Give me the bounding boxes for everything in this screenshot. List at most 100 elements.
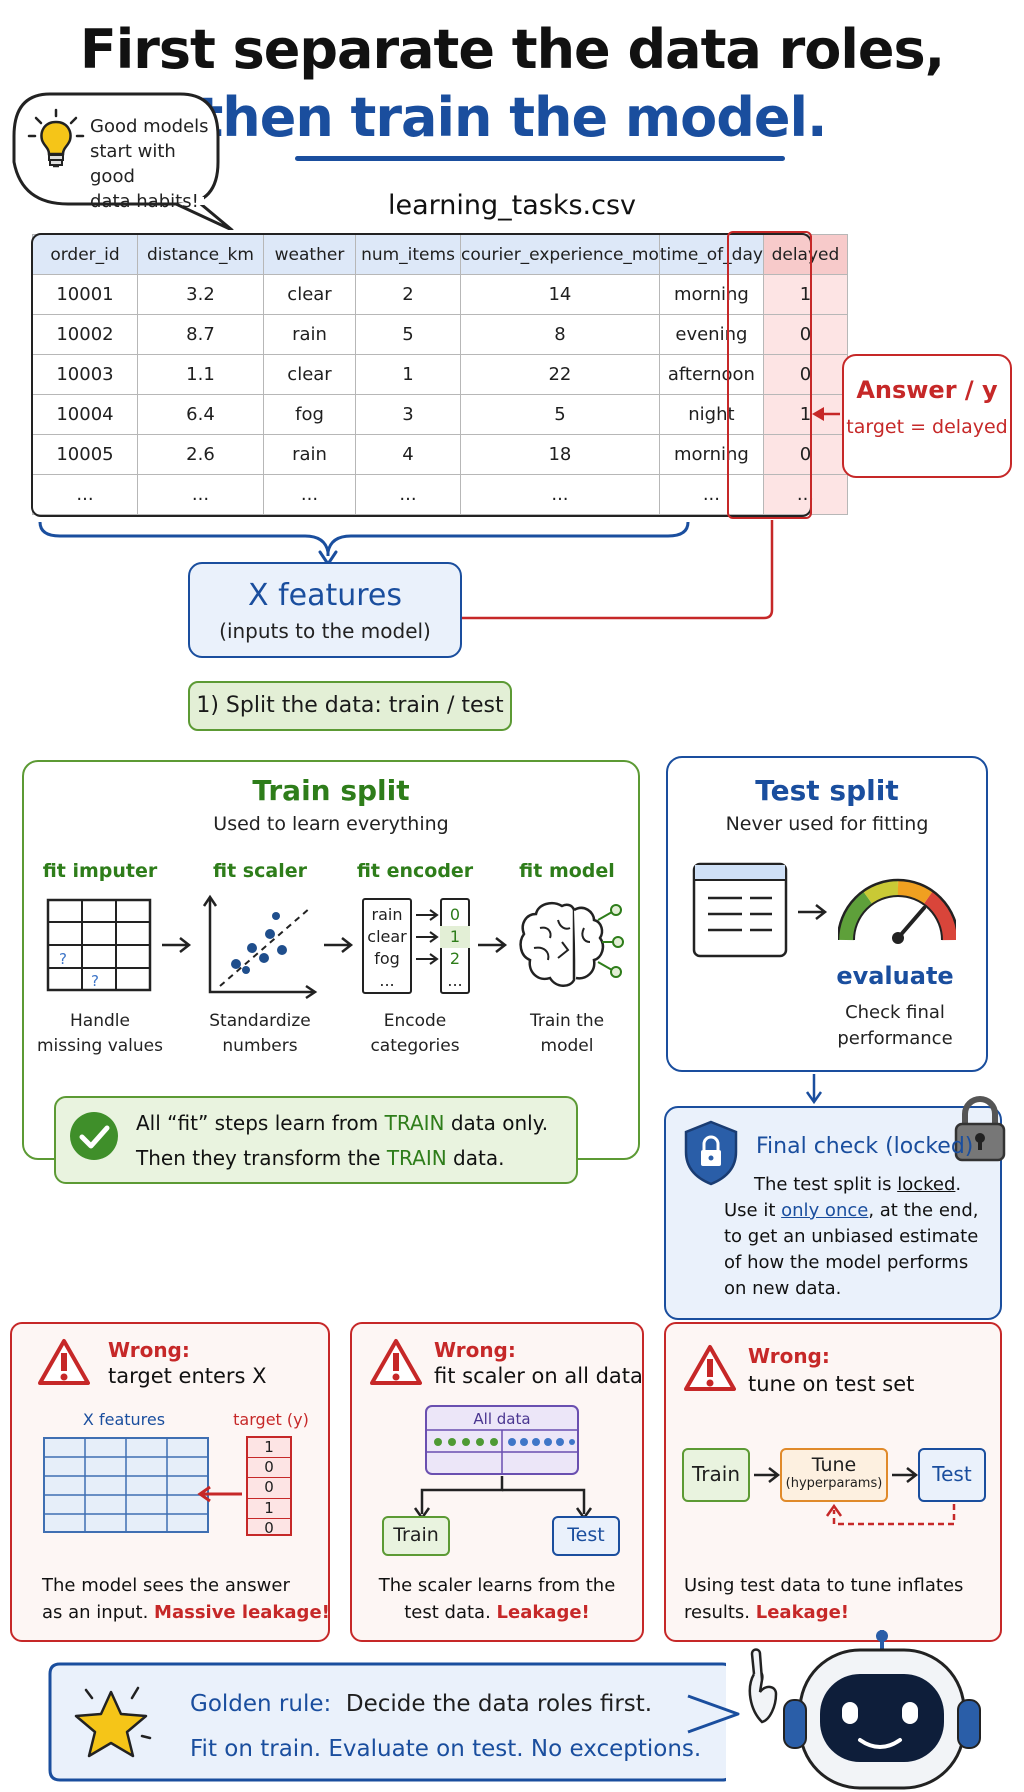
table-cell: 2 bbox=[355, 274, 461, 315]
tip-line1: Good models bbox=[90, 116, 209, 137]
shield-lock-icon bbox=[684, 1120, 738, 1186]
table-cell: 8.7 bbox=[137, 314, 264, 355]
table-cell: ... bbox=[263, 474, 356, 515]
speech-bubble bbox=[12, 92, 234, 230]
test-split-title: Test split bbox=[755, 774, 899, 807]
title-underline bbox=[295, 156, 785, 161]
wrong2-train-box: Train bbox=[382, 1516, 450, 1556]
table-cell-target: 1 bbox=[762, 274, 848, 315]
wrong1-sub: target enters X bbox=[108, 1364, 267, 1388]
golden-rule-line1: Decide the data roles first. bbox=[345, 1691, 653, 1717]
wrong2-title: Wrong: bbox=[434, 1338, 516, 1362]
table-cell: ... bbox=[460, 474, 660, 515]
col-header: weather bbox=[263, 234, 356, 275]
x-features-title: X features bbox=[247, 578, 403, 613]
encoder-cat: clear bbox=[367, 927, 407, 946]
all-data-block bbox=[425, 1405, 579, 1475]
robot-icon bbox=[748, 1630, 981, 1790]
table-cell: 10003 bbox=[32, 354, 138, 395]
golden-rule-line2: Fit on train. Evaluate on test. No excep… bbox=[190, 1736, 702, 1762]
table-cell: 10001 bbox=[32, 274, 138, 315]
table-cell: 18 bbox=[460, 434, 660, 475]
svg-text:?: ? bbox=[91, 972, 99, 990]
tune-sub: (hyperparams) bbox=[785, 1476, 883, 1491]
golden-rule-bubble bbox=[48, 1662, 726, 1782]
scatter-plot-icon bbox=[202, 894, 318, 1000]
all-data-label: All data bbox=[473, 1410, 531, 1428]
star-icon bbox=[74, 1686, 152, 1758]
arrow-right-icon bbox=[162, 937, 192, 953]
table-cell: ... bbox=[32, 474, 138, 515]
arrow-right-icon bbox=[324, 937, 354, 953]
table-row: ..................... bbox=[32, 474, 848, 515]
table-cell-target: 0 bbox=[762, 314, 848, 355]
arrow-right-icon bbox=[478, 937, 508, 953]
document-icon bbox=[692, 862, 788, 958]
table-cell: 5 bbox=[355, 314, 461, 355]
col-header: time_of_day bbox=[658, 234, 764, 275]
table-cell: 4 bbox=[355, 434, 461, 475]
split-label: 1) Split the data: train / test bbox=[196, 693, 504, 718]
encoder-cat: ... bbox=[379, 971, 395, 990]
table-cell: morning bbox=[658, 274, 764, 315]
check-icon bbox=[70, 1112, 118, 1160]
table-cell: rain bbox=[263, 434, 356, 475]
x-features-box: X features (inputs to the model) bbox=[188, 562, 462, 658]
padlock-icon bbox=[954, 1096, 1006, 1162]
target-value: 0 bbox=[248, 1458, 290, 1479]
target-value: 1 bbox=[248, 1438, 290, 1459]
step-label-imputer: fit imputer bbox=[42, 860, 158, 882]
wrong3-title: Wrong: bbox=[748, 1344, 830, 1368]
col-header: distance_km bbox=[137, 234, 264, 275]
encoder-code: 2 bbox=[449, 949, 461, 968]
train-split-title: Train split bbox=[252, 774, 410, 807]
encoder-icon: rain clear fog ... 0 1 2 ... bbox=[362, 898, 472, 994]
wrong3-train-box: Train bbox=[682, 1448, 750, 1502]
table-cell: ... bbox=[658, 474, 764, 515]
golden-rule-text: Golden rule: Decide the data roles first… bbox=[190, 1682, 710, 1772]
wrong2-sub: fit scaler on all data bbox=[434, 1364, 643, 1388]
table-cell: ... bbox=[137, 474, 264, 515]
gauge-icon bbox=[838, 878, 956, 944]
data-table: order_id distance_km weather num_items c… bbox=[32, 234, 848, 515]
target-value: 0 bbox=[264, 1518, 274, 1537]
tip-line3: data habits! bbox=[90, 191, 199, 212]
x-features-subtitle: (inputs to the model) bbox=[219, 619, 431, 643]
arrow-right-icon bbox=[798, 904, 828, 920]
step-label-scaler: fit scaler bbox=[213, 860, 307, 882]
table-cell: 10005 bbox=[32, 434, 138, 475]
page-title-line2: then train the model. bbox=[197, 86, 827, 149]
answer-box: Answer / y target = delayed bbox=[842, 354, 1012, 478]
answer-box-subtitle: target = delayed bbox=[846, 416, 1008, 438]
table-cell: night bbox=[658, 394, 764, 435]
lightbulb-icon bbox=[27, 108, 85, 168]
table-cell-target: 0 bbox=[762, 434, 848, 475]
tip-line2: start with good bbox=[90, 141, 176, 187]
arrow-down-icon bbox=[805, 1074, 823, 1105]
wrong1-x-label: X features bbox=[82, 1410, 166, 1429]
table-cell: evening bbox=[658, 314, 764, 355]
test-split-subtitle: Never used for fitting bbox=[725, 813, 929, 835]
train-note-box bbox=[54, 1096, 578, 1184]
wrong3-text: Using test data to tune inflates results… bbox=[684, 1575, 964, 1623]
wrong1-text: The model sees the answer as an input. M… bbox=[42, 1575, 330, 1623]
train-split-subtitle: Used to learn everything bbox=[213, 813, 449, 835]
table-cell: 3 bbox=[355, 394, 461, 435]
table-cell: 5 bbox=[460, 394, 660, 435]
answer-box-title: Answer / y bbox=[856, 376, 998, 404]
table-cell: afternoon bbox=[658, 354, 764, 395]
svg-text:?: ? bbox=[59, 950, 67, 968]
wrong1-title: Wrong: bbox=[108, 1338, 190, 1362]
grid-missing-icon: ? ? bbox=[46, 898, 152, 992]
train-note-text: All “fit” steps learn from TRAIN data on… bbox=[136, 1111, 549, 1170]
table-header-row: order_id distance_km weather num_items c… bbox=[32, 234, 848, 275]
table-cell: 1 bbox=[355, 354, 461, 395]
table-cell: 3.2 bbox=[137, 274, 264, 315]
evaluate-label: evaluate bbox=[836, 962, 954, 990]
